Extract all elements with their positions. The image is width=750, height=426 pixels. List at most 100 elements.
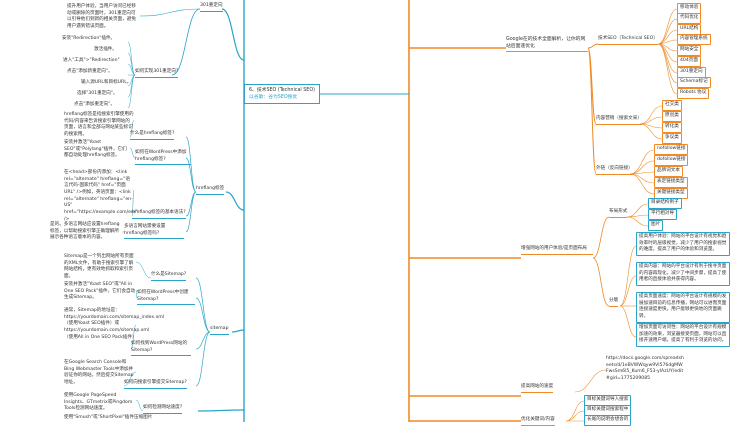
links-branch xyxy=(629,149,655,175)
site-speed-node[interactable]: 提高网站的速度 xyxy=(521,384,554,393)
redirect-step-3: 进入"工具">"Redirection" xyxy=(63,58,120,63)
hreflang-multi-answer: 是的。多语言网站应设置hreflang标签，以帮助搜索引擎正确理解所展示各种语言… xyxy=(50,222,120,241)
sitemap-branch xyxy=(195,331,211,350)
redirect-intro-text: 提升用户体验，当用户访问已经移动或删除的页面时，301重定向可以引导他们到新的相… xyxy=(67,4,136,29)
tech-item-security[interactable]: 网站安全 xyxy=(677,45,702,56)
center-topic-title: 6、技术SEO (Technical SEO) xyxy=(249,88,315,93)
tech-branch xyxy=(657,43,678,84)
trunk-to-301 xyxy=(221,8,245,61)
tech-item-schema[interactable]: Schema标记 xyxy=(677,77,711,88)
speed-doc-link[interactable]: https://docs.google.com/spreadsheets/d/1… xyxy=(606,356,684,381)
speed-to-link xyxy=(574,369,607,393)
hreflang-a1 xyxy=(129,119,135,138)
sitemap-wp-question[interactable]: 如何在WordPress中创建Sitemap? xyxy=(137,290,195,306)
hreflang-a2 xyxy=(129,147,136,159)
sitemap-what-question[interactable]: 什么是Sitemap? xyxy=(151,272,187,281)
ux-node[interactable]: 增强网站的用户体验/是页面布局 xyxy=(521,246,593,255)
301-to-intro xyxy=(139,8,201,17)
root-to-links xyxy=(587,47,597,175)
redirect-step-7: 点击"添加重定向"。 xyxy=(74,102,115,107)
tech-branch xyxy=(657,8,678,45)
link-item-dofollow[interactable]: dofollow链接 xyxy=(654,155,689,166)
center-topic-technical-seo[interactable]: 6、技术SEO (Technical SEO) 以谷歌：谷为SEO搜优 xyxy=(244,84,320,104)
style-item-4[interactable]: 增加页面可访问性：网站的平台设计有规模加速的效果，浏览器接受页面，网站可以直接开… xyxy=(636,323,730,347)
301-to-method xyxy=(171,8,201,76)
tech-item-code[interactable]: 代码优化 xyxy=(677,13,702,24)
style-item-3[interactable]: 提高页面速度：网站的平台设计有规模的发展加速目前的信息传播，网站可以进而页面连接… xyxy=(636,292,730,323)
optimize-branch xyxy=(565,400,585,422)
hreflang-what-answer: hreflang标签是指搜索引擎使用的代码/内容来告诉搜索引擎网站的页面，语言和… xyxy=(64,112,134,137)
sitemap-find-question[interactable]: 如何找到WordPress网站的Sitemap? xyxy=(131,341,191,357)
layout-item-image[interactable]: 图片 xyxy=(648,220,664,231)
sitemap-submit-question[interactable]: 如何向搜索引擎提交Sitemap? xyxy=(124,380,187,389)
sitemap-what-answer: Sitemap是一个列出网站所有页面的XML文件，有助于搜索引擎了解网站结构，更… xyxy=(64,254,134,279)
hreflang-code-question[interactable]: hreflang标签的基本语法? xyxy=(132,210,186,219)
layout-branch xyxy=(626,214,649,218)
center-topic-subtitle: 以谷歌：谷为SEO搜优 xyxy=(249,95,298,101)
redirect-step-4: 点击"添加新重定向"。 xyxy=(67,69,113,74)
layout-branch xyxy=(626,216,649,227)
hreflang-what-question[interactable]: 什么是hreflang标签? xyxy=(130,131,175,140)
tech-item-404[interactable]: 404页面 xyxy=(677,56,701,67)
hreflang-multi-question[interactable]: 多语言网站需要设置hreflang标签吗? xyxy=(124,224,184,240)
layout-form-node[interactable]: 布局形式 xyxy=(609,209,628,218)
style-branch xyxy=(619,275,637,307)
hreflang-wp-answer: 安装并激活"Yoast SEO"或"Polylang"插件，它们都自动处理hre… xyxy=(64,140,127,159)
sitemap-branch xyxy=(195,331,211,387)
optimize-item-3[interactable]: 长尾的说明会想会的 xyxy=(584,415,632,426)
redirect-method-node[interactable]: 如何实现301重定向? xyxy=(135,69,179,78)
speed-check-question[interactable]: 如何检测网站速度? xyxy=(143,405,183,414)
speed-a1 xyxy=(135,399,144,412)
tech-item-cms[interactable]: 内容管理系统 xyxy=(677,34,711,45)
redirect-step-2: 激活插件。 xyxy=(94,47,117,52)
content-branch xyxy=(639,105,663,125)
sitemap-node[interactable]: sitemap xyxy=(210,326,229,335)
link-item-brand[interactable]: 品牌词文本 xyxy=(654,166,683,177)
content-marketing-node[interactable]: 内容营销（搜索文采） xyxy=(596,116,642,125)
redirect-step-branch xyxy=(127,74,136,109)
content-item-social[interactable]: 社交类 xyxy=(662,100,682,111)
tech-item-robots[interactable]: Robots 协议 xyxy=(677,88,710,99)
content-item-convert[interactable]: 转化类 xyxy=(662,122,682,133)
hreflang-node[interactable]: hreflang标签 xyxy=(196,186,225,195)
sitemap-submit-answer: 在Google Search Console和Bing Webmaster To… xyxy=(64,360,134,385)
link-item-type1[interactable]: 表定链接类型 xyxy=(654,177,688,188)
content-item-debate[interactable]: 争议类 xyxy=(662,133,682,144)
sitemap-a1 xyxy=(135,261,152,279)
redirect-step-branch xyxy=(127,52,136,76)
redirect-step-5: 输入源URL和目标URL。 xyxy=(81,80,132,85)
content-item-original[interactable]: 原创类 xyxy=(662,111,682,122)
trunk-to-hreflang xyxy=(225,191,245,211)
content-branch xyxy=(639,116,663,125)
redirect-301-node[interactable]: 301重定向 xyxy=(200,3,223,12)
tech-branch xyxy=(657,29,678,45)
sitemap-branch xyxy=(195,297,211,333)
ux-to-layout xyxy=(592,216,610,259)
sitemap-find-answer: 通常，Sitemap的地址是：https://yourdomain.com/si… xyxy=(64,308,165,340)
tech-branch xyxy=(657,18,678,45)
style-branch xyxy=(619,245,637,307)
redirect-step-1: 安装"Redirection"插件。 xyxy=(62,36,116,41)
style-node[interactable]: 分版 xyxy=(609,298,619,307)
style-item-1[interactable]: 提高用户体验：网站的平台设计有视觉和趋效率时的层级视觉，减少了用户的搜索视觉的难… xyxy=(636,232,730,256)
tech-seo-node[interactable]: 技术SEO（Technical SEO） xyxy=(598,36,658,45)
backlinks-node[interactable]: 外链（反向链接） xyxy=(596,166,633,175)
hreflang-code-answer: 在<head>部份内添加：<link rel="alternate" hrefl… xyxy=(64,170,138,222)
speed-tip-text: 使用"Smush"或"ShortPixel"插件压缩图片 xyxy=(64,415,153,420)
redirect-step-6: 选择"301重定向"。 xyxy=(77,91,118,96)
style-item-2[interactable]: 提高内容：网站的平台设计有利于搜寻页面的内容再现化，减少了中间步骤，提高了使用者… xyxy=(636,262,730,286)
link-item-nofollow[interactable]: nofollow链接 xyxy=(654,144,689,155)
sitemap-wp-answer: 安装并激活"Yoast SEO"或"All in One SEO Pack"插件… xyxy=(64,282,136,301)
optimize-keywords-node[interactable]: 优化关键词/内容 xyxy=(521,417,555,426)
sitemap-a4 xyxy=(123,371,137,387)
layout-item-parallel[interactable]: 平行相对导 xyxy=(648,209,677,220)
root-to-tech xyxy=(587,43,599,49)
content-branch xyxy=(639,123,663,140)
layout-item-toc[interactable]: 目录结构例子 xyxy=(648,198,682,209)
layout-branch xyxy=(626,203,649,218)
redirect-step-branch xyxy=(127,63,136,76)
right-root-node[interactable]: Google在的技术全面解析，让你的网站后面速优化 xyxy=(506,36,588,53)
trunk-to-speed xyxy=(197,409,245,412)
hreflang-wp-question[interactable]: 如何在WordPress中添加hreflang标签? xyxy=(135,150,191,166)
